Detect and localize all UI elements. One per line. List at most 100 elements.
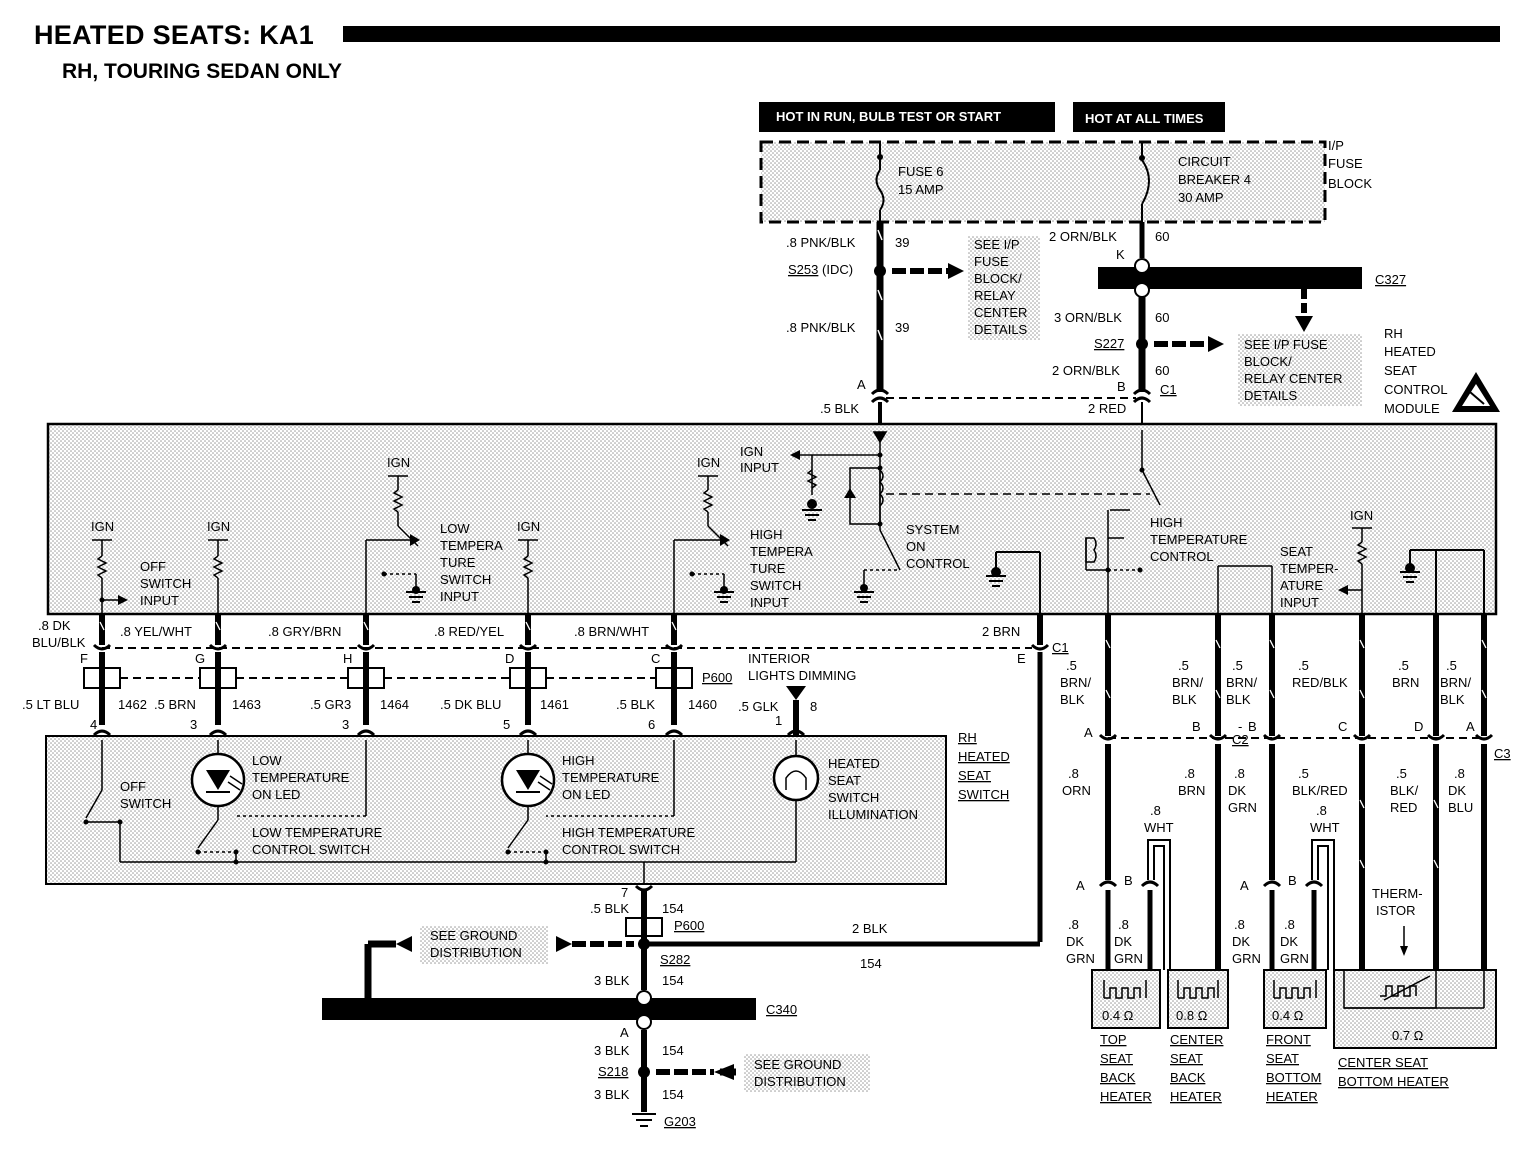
- center-seat-back-heater: [1167, 969, 1229, 1029]
- ground-circuit-154-1: 154: [662, 901, 684, 916]
- svg-text:.5 BRN: .5 BRN: [154, 697, 196, 712]
- ign-pullup-high-led: [518, 539, 538, 614]
- svg-text:G: G: [195, 651, 205, 666]
- svg-text:RED/BLK: RED/BLK: [1292, 675, 1348, 690]
- svg-text:.8: .8: [1068, 917, 1079, 932]
- see-ground-note-1-bg: [420, 926, 548, 964]
- center-seat-bottom-resistance: 0.7 Ω: [1392, 1028, 1424, 1043]
- title-bar: [343, 26, 1500, 42]
- s218-label: S218: [598, 1064, 628, 1079]
- svg-text:ON LED: ON LED: [252, 787, 300, 802]
- ign-label-off: IGN: [91, 519, 114, 534]
- harness-mid: [99, 652, 677, 725]
- connector-c1-pin-labels: F G H D C E: [80, 651, 1026, 666]
- svg-text:.5 BLK: .5 BLK: [616, 697, 655, 712]
- svg-text:.8 RED/YEL: .8 RED/YEL: [434, 624, 504, 639]
- esd-warning-icon: [1452, 372, 1500, 412]
- svg-text:BRN/: BRN/: [1060, 675, 1091, 690]
- harness-upper: [99, 614, 1043, 645]
- see-ip-note-2-bg: [1238, 334, 1362, 406]
- svg-text:DISTRIBUTION: DISTRIBUTION: [430, 945, 522, 960]
- circuit-60-1: 60: [1155, 229, 1169, 244]
- ground-pin-7: 7: [621, 885, 628, 900]
- ign-pullup-high-switch: [673, 475, 729, 614]
- c3-pin-labels: C D A C3: [1338, 719, 1511, 761]
- svg-text:DETAILS: DETAILS: [1244, 388, 1298, 403]
- c340-pin-a: A: [620, 1025, 629, 1040]
- ground-circuit-154-2: 154: [662, 973, 684, 988]
- svg-text:.5: .5: [1298, 766, 1309, 781]
- interior-lights-dimming-label: INTERIOR LIGHTS DIMMING: [748, 651, 856, 683]
- svg-text:FUSE 6: FUSE 6: [898, 164, 944, 179]
- svg-text:ATURE: ATURE: [1280, 578, 1323, 593]
- svg-text:.5 DK BLU: .5 DK BLU: [440, 697, 501, 712]
- heater-mid-labels: .8 ORN .8 BRN .8 DK GRN .5 BLK/RED .5 BL…: [1062, 766, 1473, 815]
- svg-text:BRN/: BRN/: [1226, 675, 1257, 690]
- arrow-see-ground-2: [656, 1064, 736, 1080]
- low-switch-node: [381, 571, 387, 577]
- svg-text:ORN: ORN: [1062, 783, 1091, 798]
- heater-ab-connectors: [1098, 880, 1324, 888]
- svg-text:CONTROL SWITCH: CONTROL SWITCH: [252, 842, 370, 857]
- wire-label-orn-blk-3: 3 ORN/BLK: [1054, 310, 1122, 325]
- pin-b-top: B: [1117, 379, 1126, 394]
- svg-text:A: A: [1076, 878, 1085, 893]
- svg-text:FUSE: FUSE: [974, 254, 1009, 269]
- svg-text:WHT: WHT: [1310, 820, 1340, 835]
- heater-ab-labels: A B A B: [1076, 873, 1297, 893]
- c340-label: C340: [766, 1002, 797, 1017]
- p600-lower-label: P600: [674, 918, 704, 933]
- svg-text:BACK: BACK: [1100, 1070, 1136, 1085]
- svg-text:30 AMP: 30 AMP: [1178, 190, 1224, 205]
- svg-text:WHT: WHT: [1144, 820, 1174, 835]
- svg-text:ISTOR: ISTOR: [1376, 903, 1416, 918]
- ign-input-label: IGN INPUT: [740, 444, 779, 475]
- seat-temp-arrow: [1338, 585, 1348, 595]
- svg-text:BLOCK/: BLOCK/: [974, 271, 1022, 286]
- svg-text:RELAY: RELAY: [974, 288, 1016, 303]
- ground-circuit-154-3: 154: [662, 1043, 684, 1058]
- illumination-bulb-icon: [772, 754, 820, 802]
- svg-text:.8: .8: [1118, 917, 1129, 932]
- svg-text:SWITCH: SWITCH: [140, 576, 191, 591]
- svg-text:INPUT: INPUT: [740, 460, 779, 475]
- svg-text:H: H: [343, 651, 352, 666]
- connector-p600-upper: [83, 667, 693, 689]
- ign-pullup-low-led: [208, 539, 228, 614]
- s253-suffix: (IDC): [822, 262, 853, 277]
- hot-in-run-label: HOT IN RUN, BULB TEST OR START: [776, 109, 1001, 124]
- svg-text:BLOCK: BLOCK: [1328, 176, 1372, 191]
- svg-text:.8 GRY/BRN: .8 GRY/BRN: [268, 624, 341, 639]
- svg-text:CONTROL SWITCH: CONTROL SWITCH: [562, 842, 680, 857]
- circuit-60-3: 60: [1155, 363, 1169, 378]
- svg-text:.8 YEL/WHT: .8 YEL/WHT: [120, 624, 192, 639]
- svg-text:FUSE: FUSE: [1328, 156, 1363, 171]
- heater-lower-wires: [1105, 890, 1317, 970]
- svg-text:LOW: LOW: [440, 521, 470, 536]
- svg-text:SWITCH: SWITCH: [750, 578, 801, 593]
- c340-pin-bottom: [636, 1014, 652, 1030]
- svg-text:.8: .8: [1316, 803, 1327, 818]
- svg-text:OFF: OFF: [120, 779, 146, 794]
- svg-text:.8 BRN/WHT: .8 BRN/WHT: [574, 624, 649, 639]
- svg-text:INPUT: INPUT: [1280, 595, 1319, 610]
- svg-text:HEATER: HEATER: [1100, 1089, 1152, 1104]
- ground-wire-3-blk-2: 3 BLK: [594, 1043, 630, 1058]
- connector-c340: [322, 998, 756, 1020]
- svg-text:BRN: BRN: [1178, 783, 1205, 798]
- pin-k: K: [1116, 247, 1125, 262]
- circuit-154-right: 154: [860, 956, 882, 971]
- harness-lower-labels: .5 LT BLU 1462 .5 BRN 1463 .5 GR3 1464 .…: [22, 697, 717, 712]
- ground-dot-high: [720, 586, 728, 594]
- svg-text:HEATED: HEATED: [828, 756, 880, 771]
- svg-text:RELAY CENTER: RELAY CENTER: [1244, 371, 1343, 386]
- connector-switch-bottom: [634, 884, 654, 892]
- low-switch-arrow: [410, 534, 420, 546]
- svg-text:TURE: TURE: [440, 555, 476, 570]
- svg-text:1463: 1463: [232, 697, 261, 712]
- high-temp-control-relay: [1085, 430, 1273, 614]
- svg-text:.8: .8: [1454, 766, 1465, 781]
- heater-lower-labels: .8 DK GRN .8 DK GRN .8 DK GRN .8 DK GRN: [1066, 917, 1309, 966]
- svg-text:CENTER: CENTER: [974, 305, 1027, 320]
